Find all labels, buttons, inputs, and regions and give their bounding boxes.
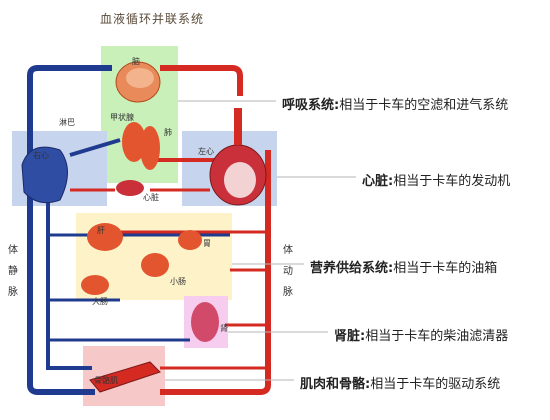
head-organ [115,61,161,103]
label-left-heart: 左心 [198,147,214,156]
descending-artery [160,150,271,395]
label-right-heart: 右心 [33,151,49,160]
label-heart: 心脏 [143,193,159,202]
label-lymph: 淋巴 [59,118,75,127]
label-liver: 肝 [97,226,105,235]
aorta-path [160,65,243,96]
vena-cava-path [27,65,112,385]
label-thyroid: 甲状腺 [110,113,134,122]
inner-vein-path [46,200,92,370]
right-heart-organ [21,146,68,204]
lung-organ [122,122,160,170]
left-heart-organ [209,108,267,206]
label-lung: 肺 [164,128,172,137]
small-intestine-organ [141,253,169,277]
callout-respiratory: 呼吸系统:相当于卡车的空滤和进气系统 [276,92,515,115]
label-kidney: 肾 [220,324,228,333]
callout-nutrition: 营养供给系统:相当于卡车的油箱 [304,255,504,278]
callout-kidney: 肾脏:相当于卡车的柴油滤清器 [328,323,515,346]
label-large-intestine: 大肠 [92,297,108,306]
lower-vein-path [27,384,95,395]
heart-muscle-organ [116,180,144,196]
label-body-vein: 体 静 脉 [8,245,18,298]
callout-heart: 心脏:相当于卡车的发动机 [356,168,517,191]
muscle-organ [89,361,161,393]
liver-organ [87,223,123,251]
label-muscle: 骨骼肌 [94,376,118,385]
label-brain: 脑 [132,57,140,66]
large-intestine-organ [81,275,109,295]
label-small-intestine: 小肠 [170,277,186,286]
label-stomach: 胃 [203,239,211,248]
pulmonary-artery [69,138,121,157]
diagram-title: 血液循环并联系统 [100,12,205,26]
stomach-organ [178,230,202,250]
callout-muscle: 肌肉和骨骼:相当于卡车的驱动系统 [294,371,507,394]
kidney-organ [191,302,219,342]
label-body-artery: 体 动 脉 [283,245,293,298]
